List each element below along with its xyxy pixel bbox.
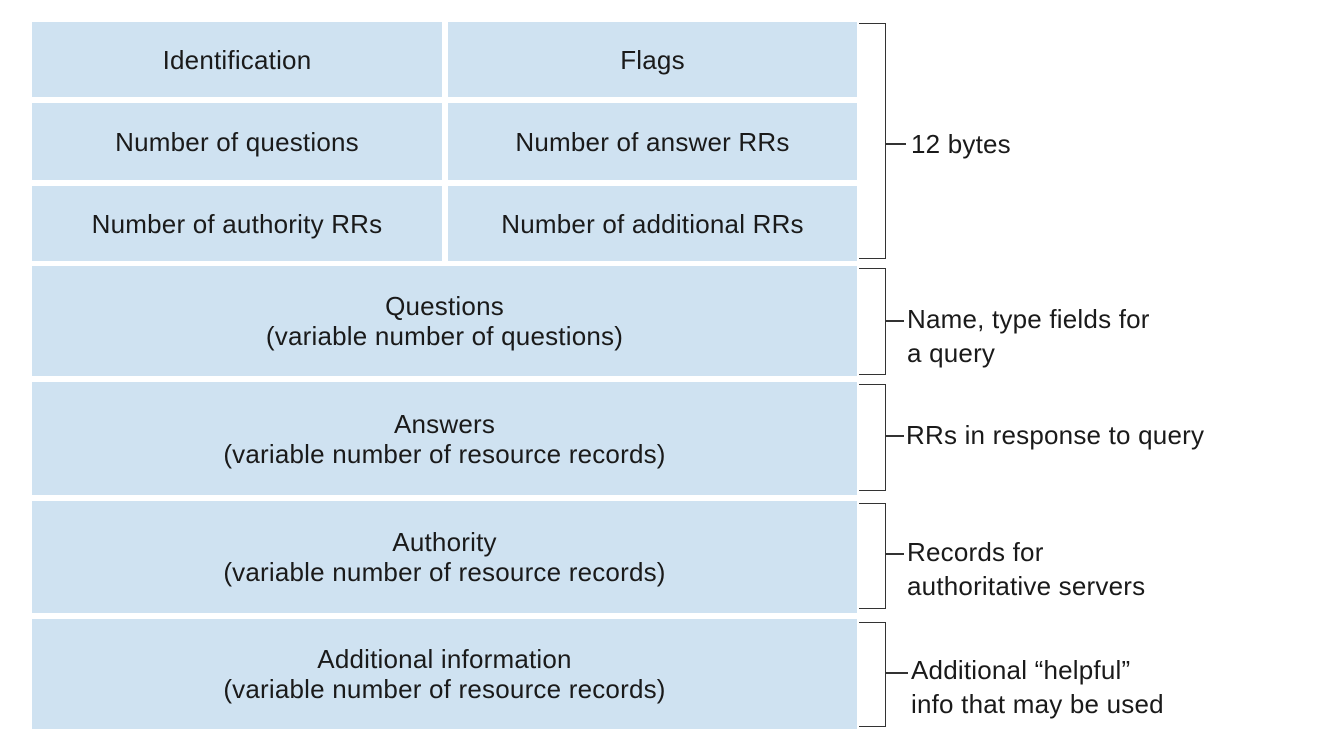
additional-annotation: Additional “helpful” info that may be us… — [911, 653, 1164, 721]
answers-annotation: RRs in response to query — [906, 418, 1204, 452]
authority-annotation-line1: Records for — [907, 537, 1044, 567]
authority-annotation-line2: authoritative servers — [907, 571, 1146, 601]
additional-bracket — [859, 622, 886, 727]
num-authority-rrs-label: Number of authority RRs — [91, 208, 383, 239]
answers-bracket-tick — [886, 435, 904, 437]
header-bracket-tick — [886, 143, 906, 145]
answers-section: Answers (variable number of resource rec… — [32, 382, 857, 495]
authority-bracket — [859, 503, 886, 609]
authority-title: Authority — [392, 527, 497, 557]
questions-title: Questions — [385, 291, 504, 321]
additional-title: Additional information — [317, 644, 572, 674]
header-bracket — [859, 23, 886, 259]
num-questions-label: Number of questions — [115, 126, 359, 157]
questions-annotation: Name, type fields for a query — [907, 302, 1150, 370]
additional-subtitle: (variable number of resource records) — [223, 674, 666, 704]
authority-subtitle: (variable number of resource records) — [223, 557, 666, 587]
flags-field: Flags — [448, 22, 857, 97]
questions-bracket — [859, 268, 886, 375]
questions-section: Questions (variable number of questions) — [32, 266, 857, 376]
identification-field: Identification — [32, 22, 442, 97]
questions-annotation-line2: a query — [907, 338, 996, 368]
answers-title: Answers — [393, 408, 496, 439]
answers-bracket — [859, 384, 886, 491]
additional-annotation-line2: info that may be used — [911, 689, 1164, 719]
answers-subtitle: (variable number of resource records) — [223, 438, 666, 469]
num-additional-rrs-label: Number of additional RRs — [501, 208, 804, 239]
questions-subtitle: (variable number of questions) — [265, 321, 624, 351]
questions-annotation-line1: Name, type fields for — [907, 304, 1150, 334]
num-authority-rrs-field: Number of authority RRs — [32, 186, 442, 261]
questions-bracket-tick — [886, 320, 904, 322]
flags-label: Flags — [620, 44, 685, 75]
answers-annotation-line1: RRs in response to query — [906, 420, 1205, 450]
num-answer-rrs-label: Number of answer RRs — [515, 126, 790, 157]
additional-annotation-line1: Additional “helpful” — [911, 655, 1131, 685]
additional-bracket-tick — [886, 672, 908, 674]
num-additional-rrs-field: Number of additional RRs — [448, 186, 857, 261]
header-size-annotation: 12 bytes — [911, 127, 1011, 161]
header-size-text: 12 bytes — [911, 129, 1011, 159]
additional-section: Additional information (variable number … — [32, 619, 857, 729]
authority-annotation: Records for authoritative servers — [907, 535, 1145, 603]
authority-section: Authority (variable number of resource r… — [32, 501, 857, 613]
authority-bracket-tick — [886, 553, 904, 555]
identification-label: Identification — [162, 44, 312, 75]
num-answer-rrs-field: Number of answer RRs — [448, 103, 857, 180]
num-questions-field: Number of questions — [32, 103, 442, 180]
